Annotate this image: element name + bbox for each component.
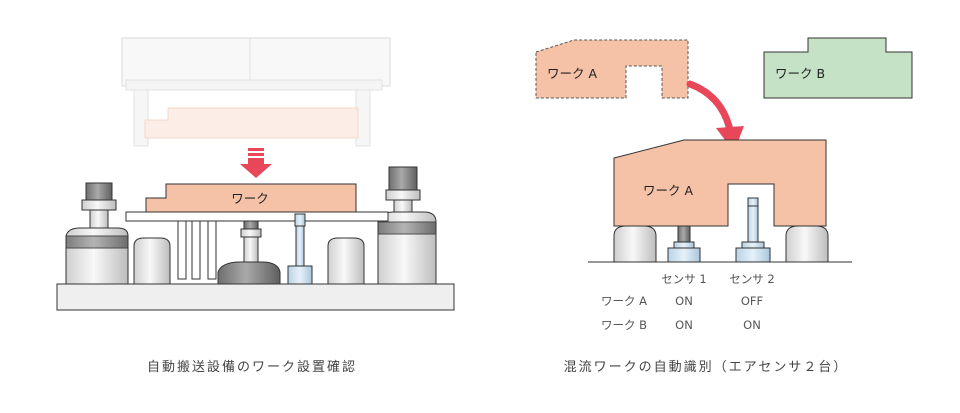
work-b-label: ワーク B — [775, 66, 825, 81]
table-row-label: ワーク B — [601, 318, 647, 332]
work-piece — [145, 183, 357, 213]
curved-arrow-icon — [686, 80, 744, 152]
sensor-table: センサ 1 センサ 2 ワーク A ON OFF ワーク B ON ON — [601, 272, 775, 332]
work-a-incoming — [535, 39, 689, 99]
right-panel: ワーク A ワーク B ワーク A — [535, 37, 913, 375]
left-caption: 自動搬送設備のワーク設置確認 — [147, 359, 357, 375]
left-panel: ワーク 自動搬送設備のワーク設置確認 — [56, 37, 455, 375]
support-blocks — [133, 237, 365, 285]
table-header-sensor-1: センサ 1 — [661, 272, 706, 286]
work-a-label: ワーク A — [547, 66, 597, 81]
table-cell: ON — [743, 318, 761, 332]
table-header-sensor-2: センサ 2 — [729, 272, 774, 286]
table-cell: ON — [675, 294, 693, 308]
faded-gripper — [121, 37, 391, 147]
work-b — [763, 37, 913, 99]
center-sensor — [217, 220, 281, 285]
table-cell: OFF — [741, 294, 763, 308]
work-label: ワーク — [231, 191, 269, 206]
base-plate — [56, 283, 455, 311]
sensor-2 — [735, 197, 771, 263]
right-support-blocks — [613, 225, 829, 263]
placed-work-a — [613, 139, 827, 227]
table-cell: ON — [675, 318, 693, 332]
work-plate — [125, 211, 389, 222]
down-arrow-icon — [240, 148, 272, 178]
table-row-label: ワーク A — [601, 294, 647, 308]
sensor-1 — [667, 225, 701, 263]
left-clamp-cylinder — [65, 182, 129, 285]
air-sensor — [287, 213, 313, 285]
placed-work-a-label: ワーク A — [643, 183, 693, 198]
right-caption: 混流ワークの自動識別（エアセンサ２台） — [564, 360, 849, 375]
right-clamp-cylinder — [377, 166, 437, 285]
